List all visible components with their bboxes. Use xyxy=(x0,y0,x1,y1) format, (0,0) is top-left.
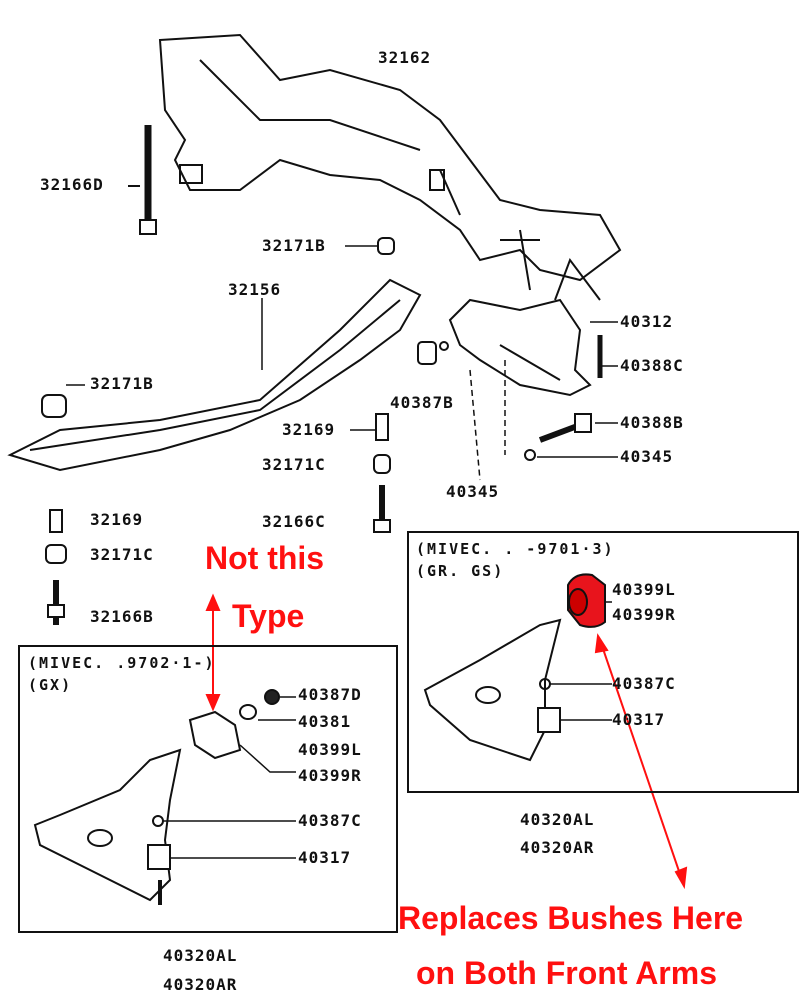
part-label: 32156 xyxy=(228,280,282,299)
lower-arm-gr-gs xyxy=(423,601,612,762)
part-label: 32171B xyxy=(262,236,326,255)
part-label: 40399L xyxy=(612,580,676,599)
type-annotation: Type xyxy=(232,598,305,634)
highlighted-bush-40399 xyxy=(567,573,606,628)
small-parts xyxy=(41,237,618,625)
replaces-annotation-line2: on Both Front Arms xyxy=(416,955,717,991)
part-label: 32171C xyxy=(90,545,154,564)
gr-gs-header-line2: (GR. GS) xyxy=(416,562,505,580)
part-label: 40399L xyxy=(298,740,362,759)
part-label: 32162 xyxy=(378,48,432,67)
crossmember-32162 xyxy=(158,33,622,291)
part-label: 40387C xyxy=(612,674,676,693)
replaces-annotation-line1: Replaces Bushes Here xyxy=(398,900,744,936)
annotation-arrows xyxy=(205,593,688,890)
part-label: 40317 xyxy=(298,848,352,867)
part-label: 40399R xyxy=(298,766,362,785)
part-label: 32169 xyxy=(282,420,336,439)
part-label: 40317 xyxy=(612,710,666,729)
part-label: 32166C xyxy=(262,512,326,531)
part-label: 40388C xyxy=(620,356,684,375)
part-label: 40320AR xyxy=(163,975,238,994)
gx-header-line2: (GX) xyxy=(28,676,73,694)
part-label: 40320AL xyxy=(163,946,238,965)
not-this-annotation: Not this xyxy=(205,540,325,576)
part-label: 40387C xyxy=(298,811,362,830)
part-label: 40387B xyxy=(390,393,454,412)
part-label: 40399R xyxy=(612,605,676,624)
variant-box-gx xyxy=(18,645,398,933)
part-label: 32169 xyxy=(90,510,144,529)
member-32156 xyxy=(7,278,422,472)
part-label: 32166D xyxy=(40,175,104,194)
part-label: 32171C xyxy=(262,455,326,474)
part-label: 40345 xyxy=(446,482,500,501)
part-label: 40345 xyxy=(620,447,674,466)
part-label: 40381 xyxy=(298,712,352,731)
part-label: 40312 xyxy=(620,312,674,331)
part-label: 32171B xyxy=(90,374,154,393)
gx-header-line1: (MIVEC. .9702·1-) xyxy=(28,654,216,672)
part-label: 40320AR xyxy=(520,838,595,857)
part-label: 40388B xyxy=(620,413,684,432)
part-label: 40320AL xyxy=(520,810,595,829)
part-label: 32166B xyxy=(90,607,154,626)
lower-arm-gx xyxy=(33,689,296,905)
variant-box-gr-gs xyxy=(407,531,799,793)
lower-arm-main xyxy=(448,257,601,397)
part-label: 40387D xyxy=(298,685,362,704)
gr-gs-header-line1: (MIVEC. . -9701·3) xyxy=(416,540,615,558)
bolt-32166D xyxy=(128,125,157,235)
